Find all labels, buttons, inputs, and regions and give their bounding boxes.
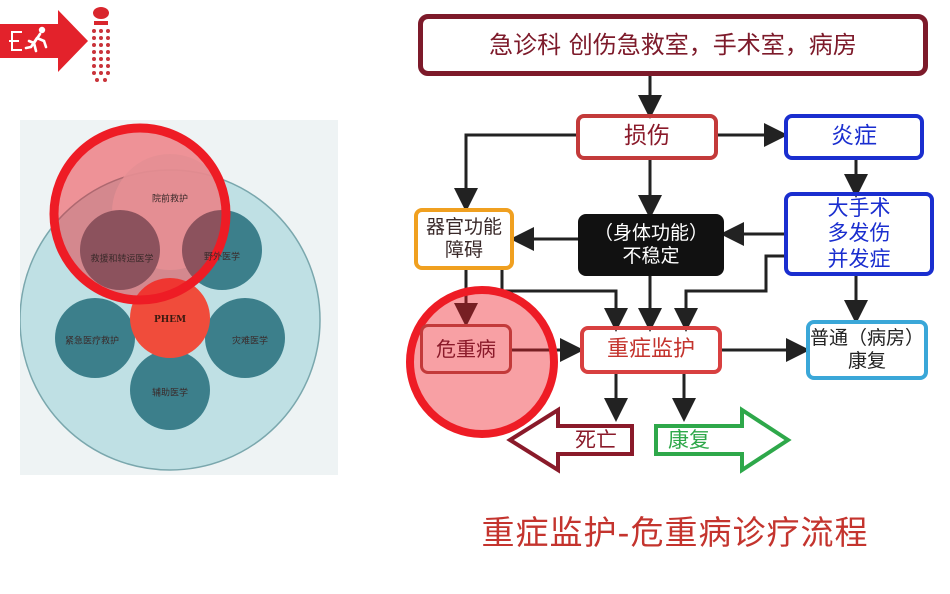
critical-illness-box: 危重病 xyxy=(420,324,512,374)
major-surgery-box: 大手术 多发伤 并发症 xyxy=(784,192,934,276)
petal-emergency-care-label: 紧急医疗救护 xyxy=(64,336,120,347)
death-label: 死亡 xyxy=(575,428,617,452)
critical-monitoring-box: 重症监护 xyxy=(580,326,722,374)
petal-rescue-transport-label: 救援和转运医学 xyxy=(90,254,154,265)
petal-wilderness-label: 野外医学 xyxy=(203,252,241,263)
ward-recovery-line-2: 康复 xyxy=(847,350,886,372)
petal-phem-label: PHEM xyxy=(153,315,187,325)
unstable-box: （身体功能） 不稳定 xyxy=(578,214,724,276)
flowchart-title: 重症监护-危重病诊疗流程 xyxy=(481,513,869,552)
injury-box: 损伤 xyxy=(576,114,718,160)
organ-dysfunction-box: 器官功能 障碍 xyxy=(414,208,514,270)
death-arrow-shape xyxy=(506,406,634,474)
inflammation-box: 炎症 xyxy=(784,114,924,160)
organ-dysfunction-line-1: 器官功能 xyxy=(425,216,502,239)
major-surgery-line-2: 多发伤 xyxy=(827,221,891,246)
recovery-label: 康复 xyxy=(668,428,710,452)
recovery-arrow-shape xyxy=(654,406,792,474)
emblem-logo xyxy=(88,5,114,85)
petal-disaster-label: 灾难医学 xyxy=(231,336,269,347)
major-surgery-line-1: 大手术 xyxy=(827,196,891,221)
petal-auxiliary-label: 辅助医学 xyxy=(151,388,189,399)
flowchart-panel: 急诊科 创伤急救室，手术室，病房 损伤 炎症 大手术 多发伤 并发症 器官功能 … xyxy=(406,6,944,554)
banner-box: 急诊科 创伤急救室，手术室，病房 xyxy=(418,14,928,76)
organ-dysfunction-line-2: 障碍 xyxy=(444,239,483,261)
petal-prehospital-label: 院前救护 xyxy=(151,194,189,205)
ward-recovery-line-1: 普通（病房） xyxy=(810,327,925,350)
unstable-line-2: 不稳定 xyxy=(622,245,680,267)
unstable-line-1: （身体功能） xyxy=(593,222,708,245)
major-surgery-line-3: 并发症 xyxy=(827,246,891,271)
phem-diagram-panel: 院前救护 救援和转运医学 野外医学 PHEM 紧急医疗救护 灾难医学 辅助医学 xyxy=(20,120,338,475)
exit-sign-icon xyxy=(0,10,90,72)
ward-recovery-box: 普通（病房） 康复 xyxy=(806,320,928,380)
